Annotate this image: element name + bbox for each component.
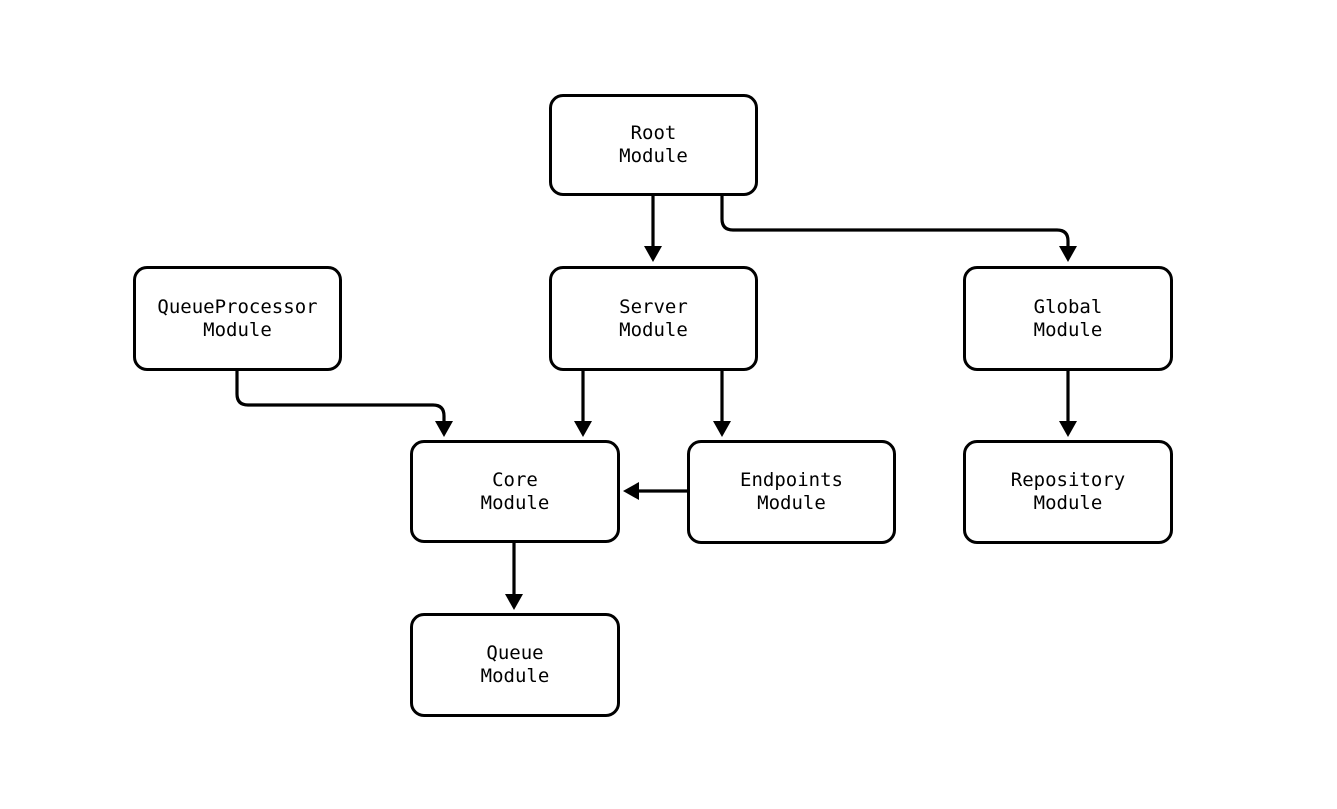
root-module-node[interactable]: Root Module bbox=[549, 94, 758, 196]
edge-server-to-core bbox=[574, 371, 592, 437]
core-module-node[interactable]: Core Module bbox=[410, 440, 620, 543]
repository-module-node[interactable]: Repository Module bbox=[963, 440, 1173, 544]
global-module-title: Global bbox=[1033, 295, 1103, 318]
server-module-node[interactable]: Server Module bbox=[549, 266, 758, 371]
edge-root-to-global bbox=[720, 196, 1077, 262]
global-module-node[interactable]: Global Module bbox=[963, 266, 1173, 371]
repository-module-subtitle: Module bbox=[1033, 492, 1103, 514]
endpoints-module-title: Endpoints bbox=[740, 469, 843, 491]
queueprocessor-module-subtitle: Module bbox=[203, 318, 272, 341]
queue-module-title: Queue bbox=[486, 642, 544, 664]
queueprocessor-module-node[interactable]: QueueProcessor Module bbox=[133, 266, 342, 371]
root-module-subtitle: Module bbox=[619, 145, 688, 167]
global-module-subtitle: Module bbox=[1033, 318, 1103, 341]
core-module-title: Core bbox=[492, 468, 538, 491]
queue-module-subtitle: Module bbox=[480, 665, 550, 687]
edge-queueprocessor-to-core bbox=[235, 371, 453, 437]
server-module-title: Server bbox=[619, 295, 688, 318]
queueprocessor-module-title: QueueProcessor bbox=[157, 295, 318, 318]
root-module-title: Root bbox=[630, 122, 677, 144]
edge-global-to-repository bbox=[1059, 371, 1077, 437]
edge-endpoints-to-core bbox=[623, 482, 687, 500]
edge-core-to-queue bbox=[505, 543, 523, 610]
edge-root-to-server bbox=[644, 196, 662, 262]
server-module-subtitle: Module bbox=[619, 318, 688, 341]
edge-server-to-endpoints bbox=[713, 371, 731, 437]
core-module-subtitle: Module bbox=[480, 491, 550, 514]
repository-module-title: Repository bbox=[1010, 469, 1126, 491]
endpoints-module-node[interactable]: Endpoints Module bbox=[687, 440, 896, 544]
queue-module-node[interactable]: Queue Module bbox=[410, 613, 620, 717]
endpoints-module-subtitle: Module bbox=[757, 492, 826, 514]
